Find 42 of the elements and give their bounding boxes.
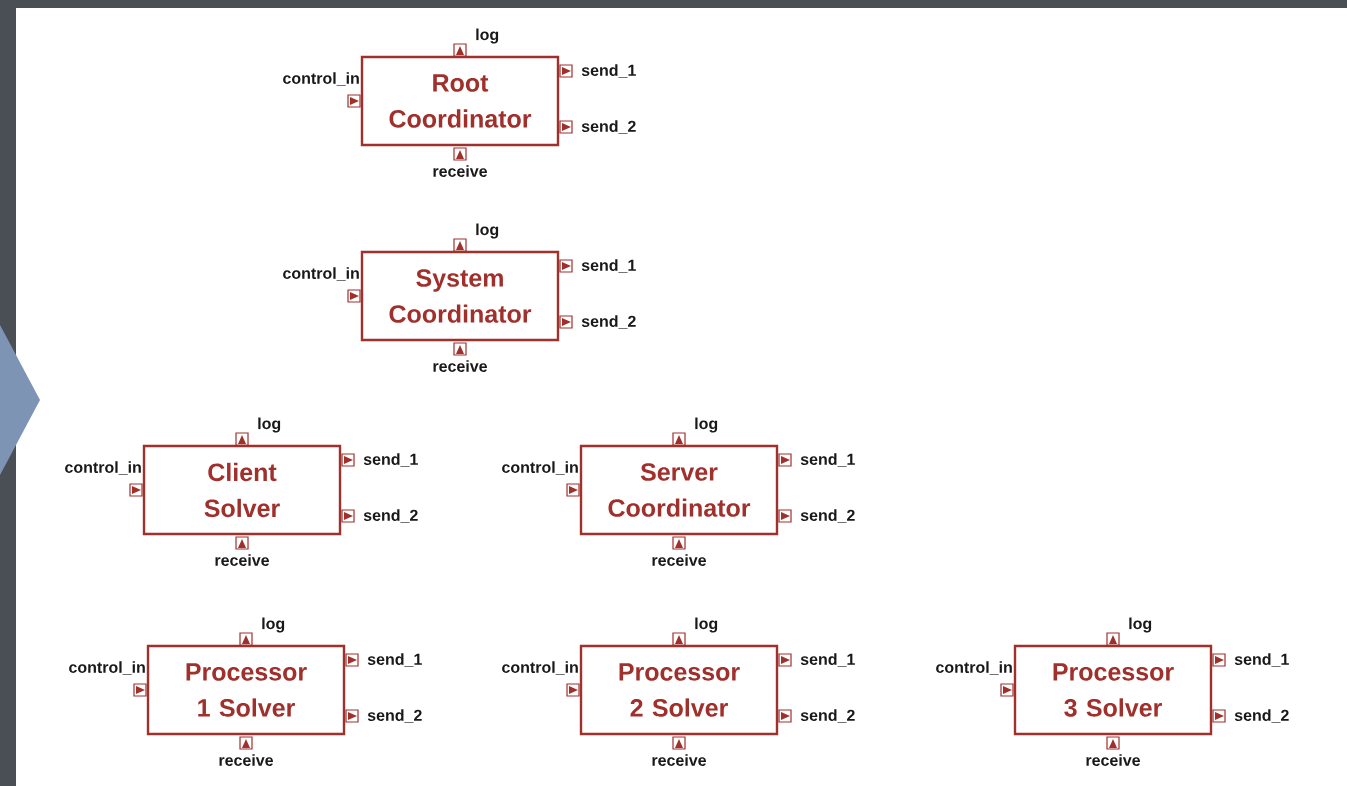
- port-label: control_in: [502, 661, 578, 675]
- port-label: control_in: [283, 72, 359, 86]
- port-label: log: [476, 223, 499, 239]
- port-label: send_1: [800, 653, 855, 667]
- port-label: receive: [433, 360, 487, 372]
- port-label: send_2: [1234, 709, 1289, 723]
- port-label: control_in: [65, 461, 141, 475]
- port-label: send_2: [581, 315, 636, 329]
- port-label: receive: [215, 554, 270, 566]
- port-label: send_2: [581, 120, 636, 134]
- port-label: send_1: [581, 64, 636, 78]
- port-label: receive: [433, 165, 487, 177]
- port-label: send_1: [363, 453, 418, 467]
- port-label: log: [476, 28, 499, 44]
- block-box: Processor 3 Solver: [1013, 644, 1213, 736]
- port-label: log: [1129, 617, 1152, 633]
- block-box: Server Coordinator: [579, 444, 779, 536]
- port-label: control_in: [502, 461, 578, 475]
- port-label: log: [258, 417, 281, 433]
- block-box: Client Solver: [142, 444, 342, 536]
- port-label: send_1: [581, 259, 636, 273]
- port-label: receive: [219, 754, 274, 766]
- port-label: send_1: [1234, 653, 1289, 667]
- port-label: log: [695, 617, 718, 633]
- port-label: receive: [652, 754, 706, 766]
- port-label: send_2: [363, 509, 418, 523]
- block-box: System Coordinator: [360, 250, 560, 342]
- port-label: control_in: [69, 661, 145, 675]
- block-box: Processor 1 Solver: [146, 644, 346, 736]
- port-label: send_2: [367, 709, 422, 723]
- port-label: receive: [652, 554, 706, 566]
- block-box: Root Coordinator: [360, 55, 560, 147]
- port-label: send_1: [367, 653, 422, 667]
- port-label: log: [262, 617, 285, 633]
- port-label: send_2: [800, 709, 855, 723]
- port-label: send_1: [800, 453, 855, 467]
- port-label: control_in: [283, 267, 359, 281]
- port-label: log: [695, 417, 718, 433]
- port-label: control_in: [936, 661, 1012, 675]
- port-label: receive: [1086, 754, 1140, 766]
- block-box: Processor 2 Solver: [579, 644, 779, 736]
- port-label: send_2: [800, 509, 855, 523]
